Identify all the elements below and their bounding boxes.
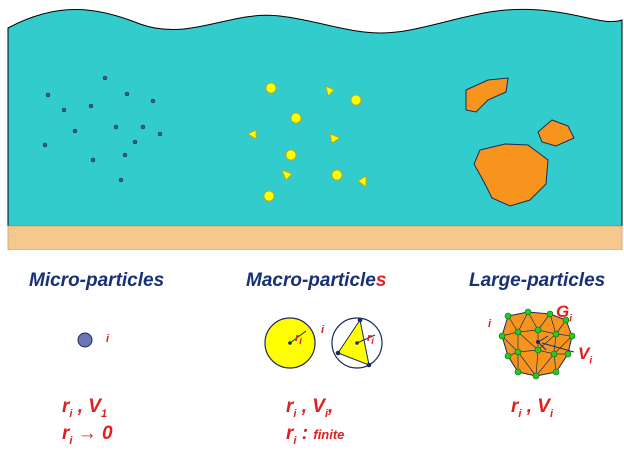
macro-particle-triangle bbox=[329, 133, 341, 144]
macro-circle-icon bbox=[264, 317, 316, 369]
large-formula-line1: ri , Vi bbox=[511, 396, 554, 420]
macro-particle-circle bbox=[350, 94, 362, 106]
macro-formula: ri , Vi, ri : finite bbox=[286, 397, 344, 451]
micro-particle bbox=[150, 98, 156, 104]
micro-formula-line2: ri → 0 bbox=[62, 422, 113, 447]
macro-particle-circle bbox=[265, 82, 277, 94]
micro-particle bbox=[113, 124, 119, 130]
large-index-label: i bbox=[488, 318, 492, 330]
macro-triangle-radius-label: ri bbox=[367, 332, 374, 347]
macro-particle-triangle bbox=[325, 85, 335, 97]
micro-particle bbox=[45, 92, 51, 98]
suspension-scene bbox=[7, 8, 623, 250]
micro-particle bbox=[72, 128, 78, 134]
micro-particle bbox=[61, 107, 67, 113]
micro-particle bbox=[90, 157, 96, 163]
large-particle bbox=[473, 143, 549, 207]
micro-particle bbox=[42, 142, 48, 148]
panel-title-macro: Macro-particles bbox=[246, 270, 387, 291]
water-body bbox=[7, 8, 623, 227]
micro-particle bbox=[132, 139, 138, 145]
panel-title-micro: Micro-particles bbox=[29, 270, 165, 291]
macro-formula-line1: ri , Vi, bbox=[286, 396, 334, 420]
large-particle bbox=[537, 119, 575, 147]
macro-radius-label: ri bbox=[295, 332, 302, 347]
macro-triangle-icon bbox=[331, 317, 383, 369]
micro-particle bbox=[157, 131, 163, 137]
micro-formula: ri , V1 ri → 0 bbox=[62, 397, 113, 451]
micro-particle bbox=[122, 152, 128, 158]
macro-particle-cloud bbox=[247, 82, 367, 202]
micro-particle bbox=[88, 103, 94, 109]
micro-particle-cloud bbox=[42, 75, 163, 183]
large-particle bbox=[465, 77, 509, 113]
micro-particle bbox=[140, 124, 146, 130]
sediment-bed bbox=[7, 225, 623, 250]
macro-particle-triangle bbox=[281, 169, 293, 181]
micro-index-label: i bbox=[106, 333, 110, 345]
macro-particle-circle bbox=[331, 169, 343, 181]
macro-index-label: i bbox=[321, 324, 325, 336]
macro-particle-triangle bbox=[357, 175, 367, 188]
large-formula: ri , Vi bbox=[511, 397, 553, 424]
large-particle-mesh-icon bbox=[498, 308, 576, 380]
large-particle-cloud bbox=[465, 77, 575, 207]
micro-particle bbox=[124, 91, 130, 97]
large-g-label: Gi bbox=[556, 302, 573, 325]
v-label-pointer bbox=[541, 342, 575, 353]
macro-particle-triangle bbox=[247, 129, 257, 140]
micro-particle-icon bbox=[77, 332, 93, 348]
macro-formula-line2: ri : finite bbox=[286, 422, 345, 447]
large-v-label: Vi bbox=[578, 344, 593, 367]
micro-particle bbox=[102, 75, 108, 81]
macro-particle-circle bbox=[263, 190, 275, 202]
macro-particle-circle bbox=[290, 112, 302, 124]
micro-formula-line1: ri , V1 bbox=[62, 396, 108, 420]
panel-title-large: Large-particles bbox=[469, 270, 606, 291]
micro-particle bbox=[118, 177, 124, 183]
macro-particle-circle bbox=[285, 149, 297, 161]
